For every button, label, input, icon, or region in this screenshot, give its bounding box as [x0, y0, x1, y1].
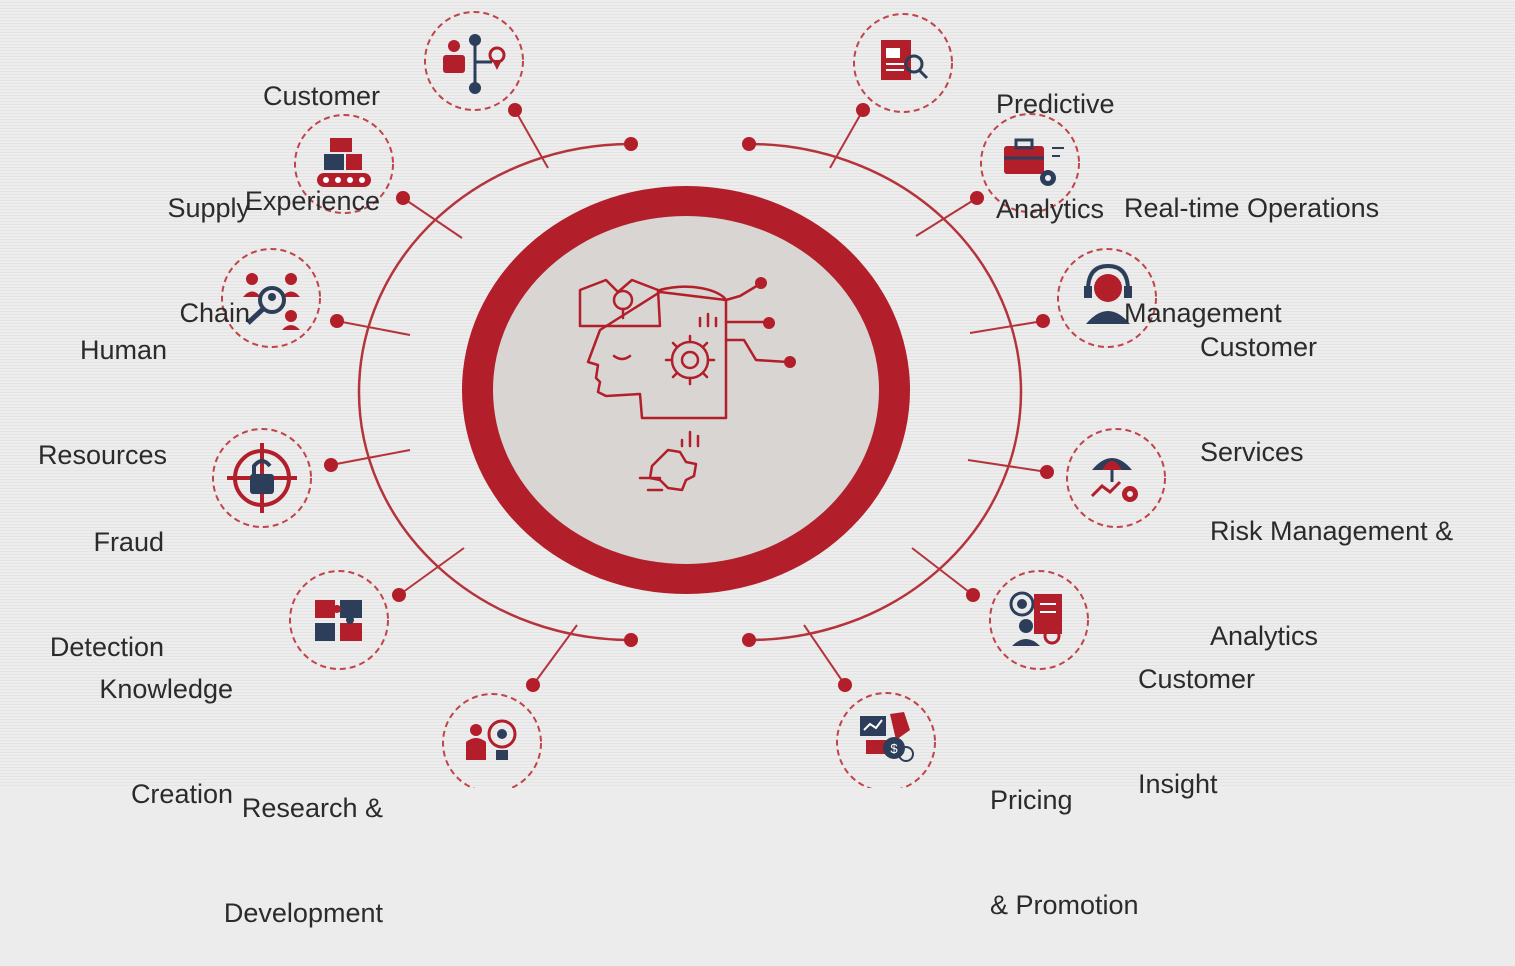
label-risk-management: Risk Management & Analytics: [1210, 444, 1510, 689]
headset-agent-icon: [1084, 263, 1132, 324]
puzzle-pieces-icon: [315, 600, 362, 641]
diagram-canvas: $: [0, 0, 1515, 788]
connector-line: [398, 547, 465, 596]
label-line: & Promotion: [990, 890, 1139, 920]
connector-line: [330, 449, 411, 466]
label-line: Fraud: [93, 527, 164, 557]
label-line: Customer: [262, 81, 380, 111]
ai-applications-diagram: $ Customer Experience Supply Chain Human…: [0, 0, 1515, 928]
label-line: Development: [223, 898, 383, 928]
connector-line: [911, 547, 974, 596]
label-human-resources: Human Resources: [5, 263, 167, 508]
label-line: Knowledge: [99, 674, 233, 704]
label-line: Chain: [179, 298, 250, 328]
label-line: Research &: [241, 793, 383, 823]
customer-journey-icon: [443, 34, 506, 94]
label-line: Real-time Operations: [1124, 193, 1380, 223]
label-line: Supply: [167, 193, 250, 223]
label-line: Human: [79, 335, 167, 365]
label-line: Analytics: [1210, 621, 1319, 651]
svg-text:$: $: [890, 741, 898, 756]
people-search-icon: [243, 273, 300, 330]
label-line: Detection: [49, 632, 164, 662]
connector-line: [803, 624, 846, 686]
scientist-brain-icon: [466, 719, 517, 760]
label-line: Services: [1200, 437, 1304, 467]
person-target-icon: [1009, 591, 1062, 646]
label-line: Risk Management &: [1210, 516, 1454, 546]
umbrella-chart-icon: [1090, 458, 1138, 502]
connector-line: [532, 624, 578, 686]
conveyor-boxes-icon: [317, 138, 371, 187]
connector-line: [402, 197, 463, 239]
outer-ring-right: [748, 142, 1023, 642]
label-line: Analytics: [996, 194, 1105, 224]
label-line: Management: [1124, 298, 1282, 328]
label-line: Pricing: [990, 785, 1073, 815]
label-line: Experience: [244, 186, 380, 216]
report-magnifier-icon: [881, 40, 929, 80]
label-supply-chain: Supply Chain: [100, 121, 250, 366]
connector-line: [915, 197, 978, 237]
label-customer-experience: Customer Experience: [170, 9, 380, 254]
label-research-development: Research & Development: [150, 721, 383, 966]
connector-line: [969, 320, 1044, 334]
label-fraud-detection: Fraud Detection: [5, 455, 164, 700]
label-line: Customer: [1138, 664, 1256, 694]
label-line: Predictive: [996, 89, 1115, 119]
connector-dots: [324, 103, 1054, 692]
label-line: Resources: [37, 440, 167, 470]
connector-line: [829, 109, 864, 169]
label-pricing-promotion: Pricing & Promotion: [990, 713, 1190, 958]
connector-line: [336, 320, 411, 336]
ai-head-gear-puzzle-icon: [578, 278, 790, 492]
label-customer-services: Customer Services: [1200, 260, 1400, 505]
center-node-dots: [755, 277, 796, 368]
money-tags-icon: $: [860, 712, 914, 762]
padlock-target-icon: [227, 443, 297, 513]
center-disc: [493, 216, 879, 564]
icon-rings: [212, 11, 1166, 788]
briefcase-gear-icon: [1004, 138, 1064, 186]
label-realtime-operations: Real-time Operations Management: [1124, 121, 1444, 366]
label-line: Customer: [1200, 332, 1318, 362]
outer-ring-left: [357, 142, 632, 642]
label-predictive-analytics: Predictive Analytics: [996, 17, 1196, 262]
